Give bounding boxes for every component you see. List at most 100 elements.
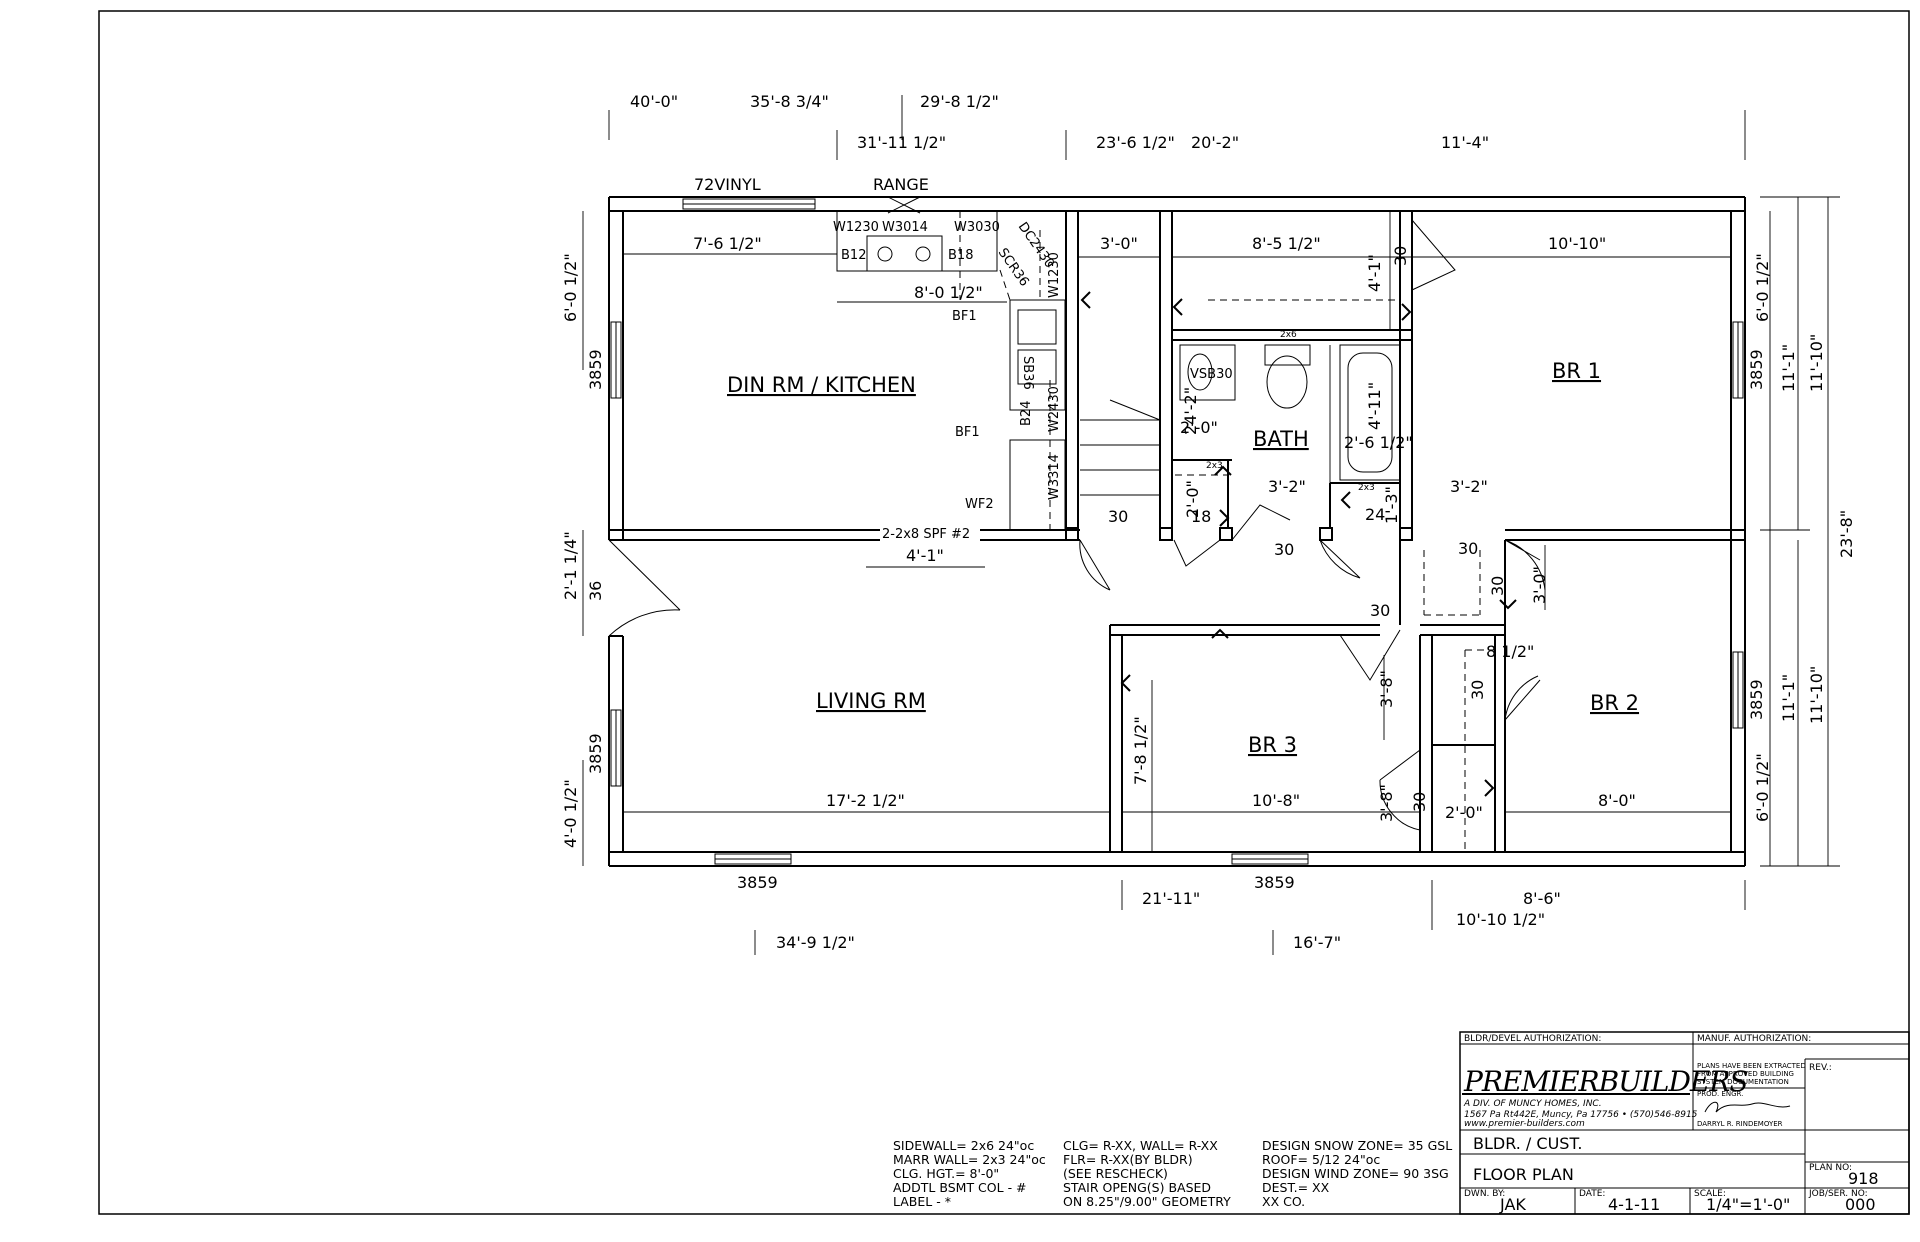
room-br2: BR 2 [1590, 691, 1639, 715]
label-b24: B24 [1019, 401, 1034, 426]
dim-left-2-1: 2'-1 1/4" [561, 531, 580, 600]
label-w3030: W3030 [954, 220, 1000, 235]
dim-right-11-1-a: 11'-1" [1779, 344, 1798, 392]
tb-manuf-auth: MANUF. AUTHORIZATION: [1697, 1034, 1811, 1044]
dim-top-20-2: 20'-2" [1191, 133, 1239, 152]
dim-top-11-4: 11'-4" [1441, 133, 1489, 152]
dim-3-8-a: 3'-8" [1377, 670, 1396, 708]
dim-3-0-b: 3'-0" [1530, 566, 1549, 604]
room-bath: BATH [1253, 427, 1309, 451]
dim-4-1-header: 4'-1" [906, 546, 944, 565]
dim-3-2-b: 3'-2" [1450, 477, 1488, 496]
tb-dwn-by: JAK [1499, 1195, 1526, 1214]
room-br3: BR 3 [1248, 733, 1297, 757]
dim-bottom-window-a: 3859 [737, 873, 778, 892]
dim-3-8-b: 3'-8" [1377, 784, 1396, 822]
label-w1230-b: W1230 [1047, 252, 1062, 298]
dim-30-br2-door: 30 [1488, 576, 1507, 596]
dim-left-4-0: 4'-0 1/2" [561, 779, 580, 848]
label-sb36: SB36 [1020, 356, 1035, 390]
label-scr36: SCR36 [995, 246, 1032, 290]
dim-right-6-0-b: 6'-0 1/2" [1753, 753, 1772, 822]
dim-24: 24 [1365, 505, 1385, 524]
dim-17-2: 17'-2 1/2" [826, 791, 905, 810]
note-col3-line1: DESIGN SNOW ZONE= 35 GSL [1262, 1138, 1452, 1153]
dim-2-0-b: 2'-0" [1183, 480, 1202, 518]
tb-website: www.premier-builders.com [1464, 1119, 1585, 1129]
dim-bottom-34-9: 34'-9 1/2" [776, 933, 855, 952]
tb-prod-engr: PROD. ENGR. [1697, 1090, 1743, 1098]
dim-7-6: 7'-6 1/2" [693, 234, 762, 253]
tb-scale-label: SCALE: [1694, 1189, 1726, 1199]
dim-30-linen: 30 [1468, 680, 1487, 700]
note-col3-line2: ROOF= 5/12 24"oc [1262, 1152, 1380, 1167]
tb-company-logo: PREMIERBUILDERS [1463, 1065, 1748, 1098]
dim-bottom-21-11: 21'-11" [1142, 889, 1200, 908]
room-din-kitchen: DIN RM / KITCHEN [727, 373, 916, 397]
tb-job-label: JOB/SER. NO: [1808, 1189, 1868, 1199]
note-col1-line4: ADDTL BSMT COL - # [893, 1180, 1027, 1195]
tb-sheet-title: FLOOR PLAN [1473, 1165, 1574, 1184]
dim-left-36: 36 [586, 581, 605, 601]
engineer-signature [1704, 1101, 1791, 1113]
dim-4-11: 4'-11" [1365, 382, 1384, 430]
dim-3-0: 3'-0" [1100, 234, 1138, 253]
dim-10-8: 10'-8" [1252, 791, 1300, 810]
dim-bottom-8-6: 8'-6" [1523, 889, 1561, 908]
label-bf1-a: BF1 [952, 309, 977, 324]
label-w3314: W3314 [1047, 454, 1062, 500]
dim-bottom-16-7: 16'-7" [1293, 933, 1341, 952]
tb-engineer-name: DARRYL R. RINDEMOYER [1697, 1120, 1783, 1128]
note-col3-line4: DEST.= XX [1262, 1180, 1330, 1195]
sheet-border [98, 10, 1910, 1215]
dim-30-hall-b: 30 [1370, 601, 1390, 620]
tb-address: 1567 Pa Rt442E, Muncy, Pa 17756 • (570)5… [1464, 1110, 1698, 1120]
label-header-beam: 2-2x8 SPF #2 [882, 527, 970, 542]
tb-plan-no: 918 [1848, 1169, 1879, 1188]
dim-8-5: 8'-5 1/2" [1252, 234, 1321, 253]
exterior-walls [608, 196, 1746, 867]
dim-top-29-8: 29'-8 1/2" [920, 92, 999, 111]
tb-dwn-by-label: DWN. BY: [1464, 1189, 1505, 1199]
tb-plan-no-label: PLAN NO: [1809, 1163, 1852, 1173]
label-vinyl-door: 72VINYL [694, 175, 761, 194]
label-2x6: 2x6 [1280, 330, 1297, 340]
tb-rev-label: REV.: [1809, 1063, 1832, 1073]
dim-right-11-10-b: 11'-10" [1807, 666, 1826, 724]
bath-fixtures [1175, 299, 1495, 852]
label-range: RANGE [873, 175, 929, 194]
general-notes: SIDEWALL= 2x6 24"oc MARR WALL= 2x3 24"oc… [893, 1138, 1452, 1209]
note-col1-line1: SIDEWALL= 2x6 24"oc [893, 1138, 1034, 1153]
dim-1-3: 1'-3" [1382, 486, 1401, 524]
kitchen-cabinets [836, 196, 1066, 531]
note-col2-line5: ON 8.25"/9.00" GEOMETRY [1063, 1194, 1231, 1209]
label-w3014: W3014 [882, 220, 928, 235]
dimension-text: 40'-0" 35'-8 3/4" 29'-8 1/2" 31'-11 1/2"… [561, 92, 1856, 952]
note-col2-line3: (SEE RESCHECK) [1063, 1166, 1168, 1181]
room-labels: DIN RM / KITCHEN LIVING RM BATH BR 1 BR … [727, 359, 1639, 757]
tb-date-label: DATE: [1579, 1189, 1605, 1199]
dim-right-6-0-a: 6'-0 1/2" [1753, 253, 1772, 322]
dim-18: 18 [1191, 507, 1211, 526]
tb-bldr-auth: BLDR/DEVEL AUTHORIZATION: [1464, 1034, 1601, 1044]
arrow-markers [1080, 291, 1517, 797]
dim-4-1-bath: 4'-1" [1365, 254, 1384, 292]
label-b18: B18 [948, 248, 973, 263]
dim-bottom-10-10: 10'-10 1/2" [1456, 910, 1545, 929]
note-col2-line2: FLR= R-XX(BY BLDR) [1063, 1152, 1193, 1167]
title-block: BLDR/DEVEL AUTHORIZATION: MANUF. AUTHORI… [1459, 1031, 1910, 1215]
label-w1230-a: W1230 [833, 220, 879, 235]
dimension-lines [582, 95, 1840, 955]
dim-3-2-a: 3'-2" [1268, 477, 1306, 496]
label-b12: B12 [841, 248, 866, 263]
label-bf1-b: BF1 [955, 425, 980, 440]
dim-top-31-11: 31'-11 1/2" [857, 133, 946, 152]
dim-left-6-0: 6'-0 1/2" [561, 253, 580, 322]
dim-24-2: 24'-2" [1181, 387, 1200, 435]
note-col3-line3: DESIGN WIND ZONE= 90 3SG [1262, 1166, 1449, 1181]
dim-2-0-a: 2'-0" [1180, 418, 1218, 437]
label-2x3-a: 2x3 [1206, 461, 1223, 471]
note-col1-line5: LABEL - * [893, 1194, 951, 1209]
dim-8-0-kitchen: 8'-0 1/2" [914, 283, 983, 302]
